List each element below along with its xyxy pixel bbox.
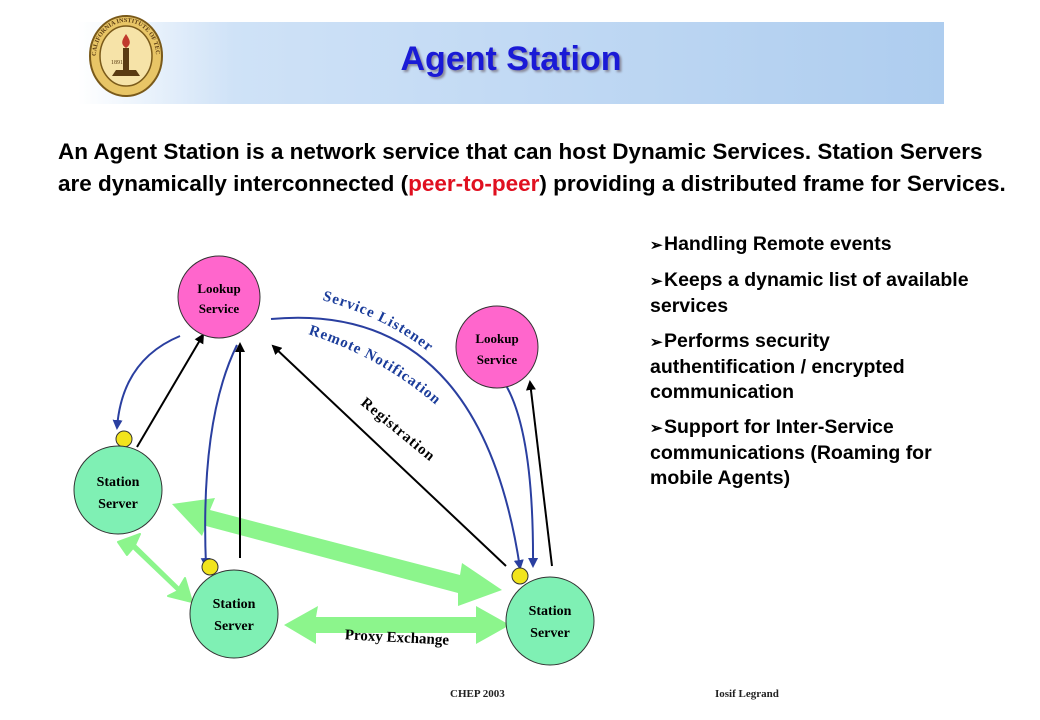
caltech-seal: 1891 CALIFORNIA INSTITUTE OF TECHNOLOGY (88, 14, 163, 97)
page-title: Agent Station (400, 40, 622, 78)
left-notify-arrow (112, 335, 181, 430)
station-knob-3 (511, 567, 529, 585)
lookup2-notify-arrow (503, 381, 539, 568)
registration-label: Registration (357, 395, 437, 465)
station-server-2-line1: Station (213, 597, 256, 612)
peer-arrow-left (117, 533, 193, 603)
lookup-service-2-line1: Lookup (475, 331, 518, 346)
bullet-arrow-icon: ➢ (650, 334, 663, 351)
station-server-3-line2: Server (530, 626, 570, 641)
lookup-service-1-line2: Service (199, 301, 240, 316)
service-listener-arrow (270, 316, 524, 570)
proxy-exchange-label: Proxy Exchange (344, 627, 449, 648)
station-server-2-line2: Server (214, 619, 254, 634)
peer-arrow-diagonal (172, 498, 502, 606)
bullet-arrow-icon: ➢ (650, 420, 663, 437)
station-server-3-line1: Station (529, 604, 572, 619)
station-knob-2 (201, 558, 219, 576)
intro-text: An Agent Station is a network service th… (58, 139, 1006, 196)
lookup-service-node-2 (455, 305, 539, 389)
proxy-exchange-arrow (284, 606, 510, 644)
station-knob-1 (115, 430, 133, 448)
bullet-arrow-icon: ➢ (650, 273, 663, 290)
registration-arrow (271, 344, 507, 567)
feature-item: ➢Keeps a dynamic list of available servi… (650, 269, 969, 317)
footer-conference: CHEP 2003 (450, 688, 505, 700)
feature-item: ➢Handling Remote events (650, 232, 980, 258)
svg-text:Registration: Registration (357, 395, 438, 465)
station-server-node-2 (189, 569, 279, 659)
station-server-1-line1: Station (97, 475, 140, 490)
lookup-service-2-line2: Service (477, 352, 518, 367)
peer-to-peer-highlight: peer-to-peer (408, 171, 540, 196)
feature-item: ➢Support for Inter-Service communication… (650, 416, 932, 489)
footer-author: Iosif Legrand (715, 688, 779, 700)
feature-item: ➢Performs security authentification / en… (650, 330, 905, 403)
lookup-service-node-1 (177, 255, 261, 339)
middle-notify-arrow (200, 344, 238, 568)
station-server-node-1 (73, 445, 163, 535)
station-server-node-3 (505, 576, 595, 666)
seal-year: 1891 (111, 60, 123, 66)
register-arrow-lookup2 (525, 380, 553, 567)
station-server-1-line2: Server (98, 497, 138, 512)
register-arrow-left (136, 333, 205, 448)
lookup-service-1-line1: Lookup (197, 281, 240, 296)
title-bar: Agent Station (78, 22, 944, 104)
feature-list: ➢Handling Remote events ➢Keeps a dynamic… (650, 232, 980, 501)
bullet-arrow-icon: ➢ (650, 237, 663, 254)
